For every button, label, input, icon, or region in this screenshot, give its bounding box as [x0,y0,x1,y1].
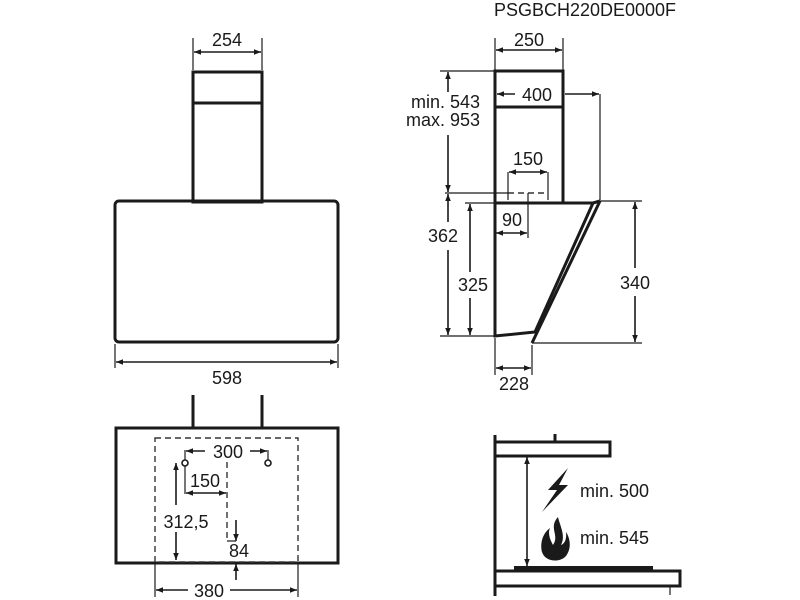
front-view: 254 598 [113,30,340,388]
dim-chimney-max: max. 953 [406,110,480,130]
dim-outlet-offset: 90 [502,210,522,230]
dim-bottom-offset: 84 [229,541,249,561]
clearance-view: min. 500 min. 545 [493,434,682,596]
hood-body [113,199,340,344]
upper-cabinet [493,440,612,458]
dim-back-height: 325 [458,275,488,295]
dim-hole-offset: 150 [190,471,220,491]
dim-depth: 400 [522,85,552,105]
dim-chimney-min: min. 543 [411,92,480,112]
dim-front-height: 340 [620,273,650,293]
clearance-electric: min. 500 [580,481,649,501]
dim-chimney-width: 254 [212,30,242,50]
clearance-gas: min. 545 [580,528,649,548]
chimney [191,70,264,204]
side-view: 250 400 min. 543 max. 953 150 90 362 325… [406,30,650,394]
worktop [493,569,682,588]
dim-outlet-diameter: 150 [513,149,543,169]
dim-hood-width: 598 [212,368,242,388]
dim-bottom-depth: 228 [499,374,529,394]
flame-icon [541,517,570,561]
mount-hole [264,459,272,467]
mount-hole [181,459,189,467]
dim-hole-spacing: 300 [213,442,243,462]
dim-total-height: 362 [428,226,458,246]
bracket-outline [154,437,299,563]
dim-vertical: 312,5 [163,512,208,532]
hob [514,566,653,571]
lightning-icon [542,468,568,512]
dim-bracket-width: 380 [194,581,224,600]
mounting-view: 300 150 312,5 84 380 [114,395,340,600]
dim-chimney-depth: 250 [514,30,544,50]
hood-side [493,201,596,338]
model-code: PSGBCH220DE0000F [494,0,676,20]
